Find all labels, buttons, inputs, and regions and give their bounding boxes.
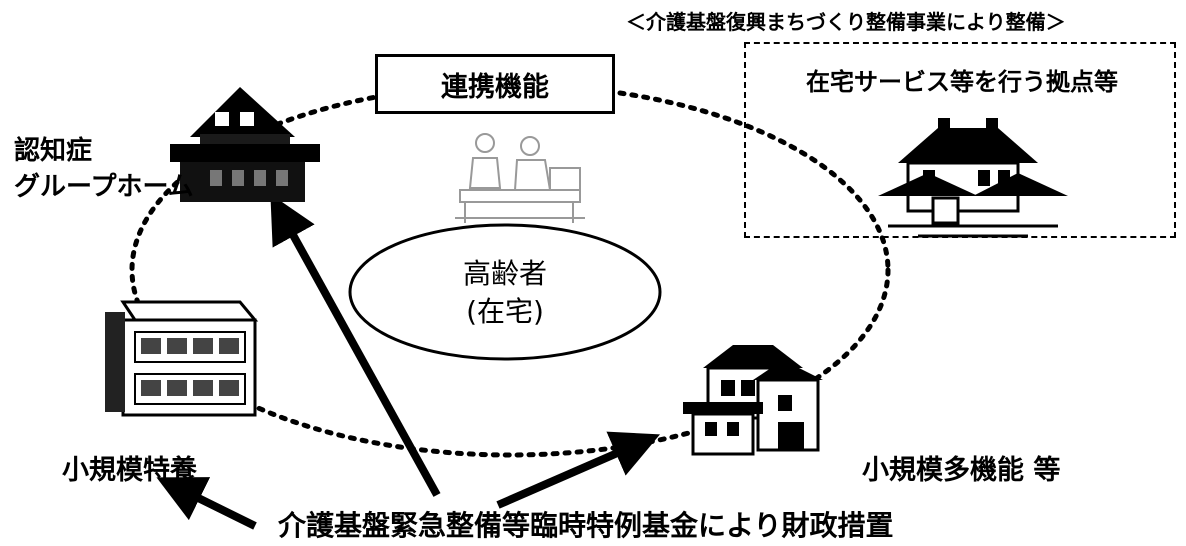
small-nursing-label: 小規模特養 xyxy=(62,455,197,486)
link-function-label: 連携機能 xyxy=(441,71,549,103)
group-home-label-line2: グループホーム xyxy=(14,172,194,202)
funding-label: 介護基盤緊急整備等臨時特例基金により財政措置 xyxy=(278,509,894,542)
elder-ellipse xyxy=(348,223,662,361)
multi-function-label: 小規模多機能 等 xyxy=(862,455,1061,486)
service-base-box: 在宅サービス等を行う拠点等 xyxy=(744,42,1176,238)
project-note: ＜介護基盤復興まちづくり整備事業により整備＞ xyxy=(626,10,1066,34)
dotted-ring xyxy=(129,82,891,458)
house-icon xyxy=(170,87,320,202)
arrow-to-multi-function xyxy=(496,431,661,509)
group-home-label: 認知症 グループホーム xyxy=(14,133,194,205)
elder-label: 高齢者 (在宅) xyxy=(430,255,580,331)
service-base-title: 在宅サービス等を行う拠点等 xyxy=(806,68,1118,96)
elder-label-line2: (在宅) xyxy=(466,295,544,328)
link-function-box: 連携機能 xyxy=(375,54,615,114)
apartment-icon xyxy=(105,300,259,417)
arrow-to-small-nursing xyxy=(156,477,257,530)
house-icon xyxy=(878,118,1068,238)
group-home-label-line1: 認知症 xyxy=(14,136,93,166)
arrow-to-group-home xyxy=(270,194,441,497)
elder-label-line1: 高齢者 xyxy=(462,257,547,290)
office-workers-icon xyxy=(455,133,585,223)
house-icon xyxy=(683,345,823,456)
